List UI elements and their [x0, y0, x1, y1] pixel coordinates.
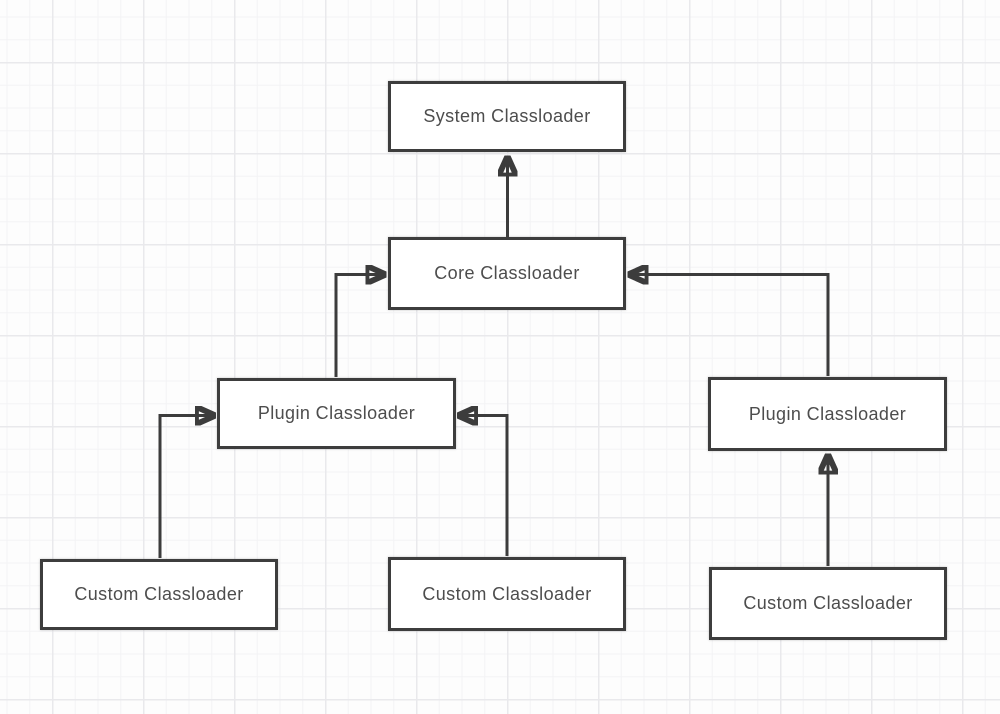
node-label: Custom Classloader — [743, 593, 913, 613]
connector-custom-left-to-plugin-left — [158, 416, 214, 558]
node-custom-classloader-middle: Custom Classloader — [388, 557, 626, 631]
node-plugin-classloader-right: Plugin Classloader — [708, 377, 947, 451]
node-custom-classloader-right: Custom Classloader — [709, 567, 947, 640]
connector-plugin-right-to-core — [630, 275, 830, 376]
node-label: System Classloader — [423, 106, 591, 126]
node-label: Plugin Classloader — [748, 403, 907, 424]
node-label: Core Classloader — [434, 263, 580, 283]
node-system-classloader: System Classloader — [388, 81, 626, 152]
connector-custom-middle-to-plugin-left — [460, 416, 509, 556]
node-core-classloader: Core Classloader — [388, 237, 626, 310]
node-label: Plugin Classloader — [257, 403, 416, 423]
node-plugin-classloader-left: Plugin Classloader — [217, 378, 456, 449]
node-label: Custom Classloader — [74, 584, 244, 604]
node-label: Custom Classloader — [422, 583, 592, 604]
node-custom-classloader-left: Custom Classloader — [40, 559, 278, 630]
connector-plugin-left-to-core — [334, 275, 384, 377]
